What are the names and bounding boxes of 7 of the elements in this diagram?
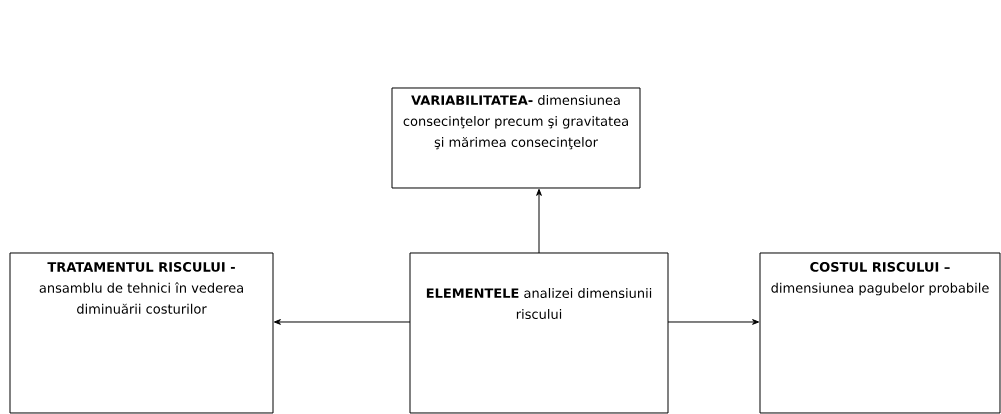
arrow (667, 319, 760, 325)
arrow (273, 319, 411, 325)
text-box: TRATAMENTUL RISCULUI - ansamblu de tehnici în vederea diminuării costurilor (9, 252, 274, 414)
text-box: VARIABILITATEA- dimensiunea consecinţelor precum şi gravitatea şi mărimea consecinţelor (391, 87, 641, 189)
text-box: ELEMENTELE analizei dimensiunii riscului (409, 252, 669, 414)
text-box: COSTUL RISCULUI – dimensiunea pagubelor probabile (759, 252, 1001, 414)
arrow (536, 188, 542, 254)
